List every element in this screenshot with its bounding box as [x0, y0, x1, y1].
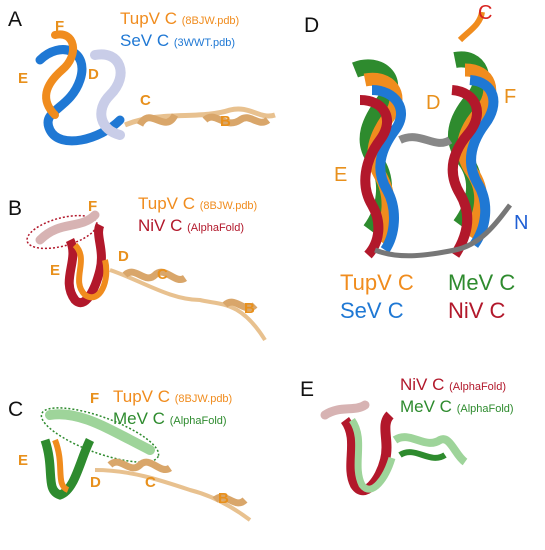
panel-d-structure	[352, 11, 512, 259]
legend-name: NiV C	[400, 375, 445, 394]
legend-source: (3WWT.pdb)	[173, 37, 235, 49]
legend-source: (AlphaFold)	[187, 222, 244, 234]
legend-name: SeV C	[120, 31, 170, 50]
legend-name: TupV C	[138, 194, 196, 213]
panel-c-legend-tupv: TupV C (8BJW.pdb)	[113, 388, 232, 408]
panel-d-legend-niv: NiV C	[448, 298, 506, 323]
legend-name: MeV C	[113, 409, 165, 428]
legend-name: MeV C	[400, 397, 452, 416]
panel-d-label: D	[304, 14, 320, 37]
panel-d-helix-f: F	[504, 86, 517, 108]
legend-source: (8BJW.pdb)	[199, 200, 258, 212]
panel-b-legend-niv: NiV C (AlphaFold)	[138, 217, 244, 237]
panel-e-legend-mev: MeV C (AlphaFold)	[400, 398, 514, 418]
panel-b-legend-tupv: TupV C (8BJW.pdb)	[138, 195, 257, 215]
panel-a-structure	[35, 30, 276, 146]
panel-d-n-terminus: N	[514, 212, 529, 234]
panel-d-c-terminus: C	[478, 2, 493, 24]
panel-c-legend-mev: MeV C (AlphaFold)	[113, 410, 227, 430]
panel-c-helix-b: B	[218, 490, 229, 507]
panel-b-structure	[26, 210, 267, 342]
panel-b-helix-f: F	[88, 198, 98, 215]
panel-b-helix-b: B	[244, 300, 255, 317]
legend-name: TupV C	[113, 387, 171, 406]
panel-c-structure	[40, 407, 252, 522]
legend-name: TupV C	[120, 9, 178, 28]
legend-source: (AlphaFold)	[449, 381, 506, 393]
panel-b-helix-c: C	[157, 266, 168, 283]
panel-b-helix-e: E	[50, 262, 61, 279]
panel-e-structure	[320, 400, 468, 496]
legend-source: (8BJW.pdb)	[181, 15, 240, 27]
panel-a-helix-c: C	[140, 92, 151, 109]
panel-c-helix-c: C	[145, 474, 156, 491]
panel-d-legend-sev: SeV C	[340, 298, 404, 323]
panel-a-legend-sev: SeV C (3WWT.pdb)	[120, 32, 235, 52]
legend-source: (8BJW.pdb)	[174, 393, 233, 405]
panel-d-helix-e: E	[334, 164, 348, 186]
panel-b-helix-d: D	[118, 248, 129, 265]
panel-a-helix-e: E	[18, 70, 29, 87]
panel-a-legend-tupv: TupV C (8BJW.pdb)	[120, 10, 239, 30]
panel-d-legend-mev: MeV C	[448, 270, 516, 295]
panel-d-legend-tupv: TupV C	[340, 270, 414, 295]
panel-c-label: C	[8, 398, 24, 421]
panel-a-helix-b: B	[220, 113, 231, 130]
legend-source: (AlphaFold)	[169, 415, 227, 427]
legend-source: (AlphaFold)	[456, 403, 514, 415]
panel-b-label: B	[8, 197, 23, 220]
panel-c-helix-d: D	[90, 474, 101, 491]
legend-name: NiV C	[138, 216, 183, 235]
panel-a-label: A	[8, 8, 23, 31]
panel-a-helix-f: F	[55, 18, 65, 35]
panel-e-label: E	[300, 378, 315, 401]
panel-c-helix-f: F	[90, 390, 100, 407]
panel-a-helix-d: D	[88, 66, 99, 83]
panel-e-legend-niv: NiV C (AlphaFold)	[400, 376, 506, 396]
panel-d-helix-d: D	[426, 92, 441, 114]
panel-c-helix-e: E	[18, 452, 29, 469]
